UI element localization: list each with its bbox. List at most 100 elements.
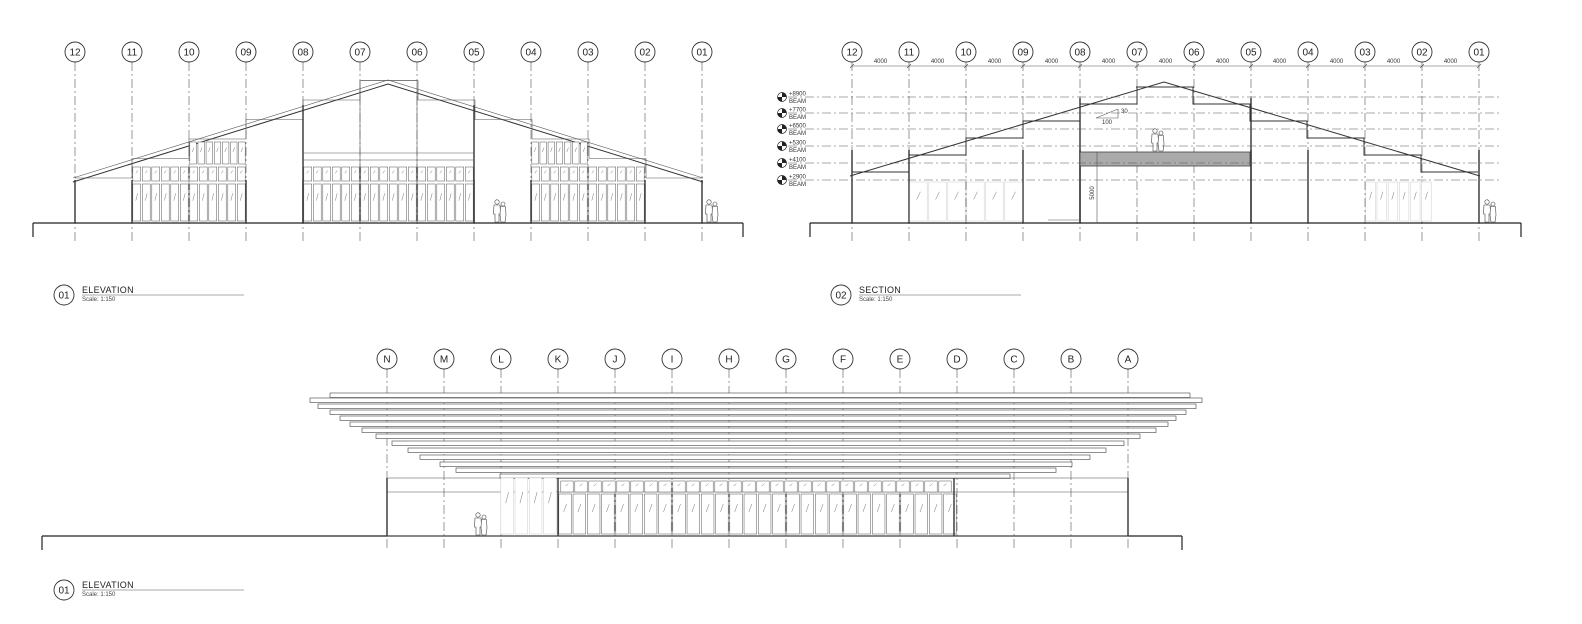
dimension-value: 4000 [1159,59,1173,65]
grid-bubble-label: 02 [1416,48,1428,59]
glazing-panel [914,493,928,535]
glass-reflection-mark [635,483,639,487]
glass-reflection-mark [316,170,319,174]
glass-reflection-mark [733,483,737,487]
glazing-panel [629,493,643,535]
glass-reflection-mark [164,170,167,174]
glazing-panel [560,183,569,222]
glass-reflection-mark [591,193,594,201]
glazing-panel [569,183,578,222]
glazing-panel [170,183,179,222]
dimension-tick [1476,63,1482,69]
glass-reflection-mark [572,170,575,174]
glazing-panel [1004,181,1023,222]
level-value: +5300 [789,141,807,147]
glazing-panel [636,183,645,222]
glass-reflection-mark [705,483,709,487]
glazing-panel [389,166,398,182]
glass-reflection-mark [805,503,810,513]
glazing-panel [360,183,369,222]
glass-reflection-mark [173,170,176,174]
grid-bubble-label: 09 [240,48,252,59]
roof-slat [317,403,1197,409]
glazing-panel [170,166,179,182]
glass-reflection-mark [468,170,471,174]
dimension-tick [906,63,912,69]
glass-reflection-mark [344,193,347,201]
glass-reflection-mark [382,193,385,201]
roof-slat [329,392,1191,398]
glazing-panel [436,183,445,222]
glazing-panel [555,141,564,165]
glass-reflection-mark [720,503,724,513]
glass-reflection-mark [817,483,821,487]
glazing-panel [151,183,160,222]
glazing-panel [389,183,398,222]
grid-bubble-circle [661,348,683,370]
glazing-panel [529,477,543,535]
roof-slat [309,397,1203,403]
grid-bubble-label: 05 [468,48,480,59]
glazing-panel [772,493,786,535]
glass-reflection-mark [534,193,537,201]
grid-bubble-circle [406,41,428,63]
grid-bubble-label: B [1068,355,1075,366]
glass-reflection-mark [629,170,632,174]
glass-reflection-mark [916,191,921,200]
glazing-panel [208,166,217,182]
figure-body [1157,135,1165,152]
glass-reflection-mark [344,170,347,174]
grid-bubble-label: 03 [582,48,594,59]
glass-reflection-mark [663,483,667,487]
grid-bubble-label: I [671,355,674,366]
glass-reflection-mark [335,193,338,201]
glass-reflection-mark [577,503,582,513]
glass-reflection-mark [719,483,723,487]
glazing-panel [142,183,151,222]
glazing-panel [579,183,588,222]
dimension-tick [1077,63,1083,69]
grid-bubble-circle [547,348,569,370]
glazing-panel [686,480,700,493]
human-figure [474,512,488,536]
glass-reflection-mark [992,191,997,200]
glass-reflection-mark [306,193,309,201]
glazing-panel [539,141,547,165]
glazing-panel [615,493,629,535]
level-symbol-fill [782,141,787,146]
dimension-tick [1248,63,1254,69]
grid-bubble-label: 08 [297,48,309,59]
grid-bubble-circle [520,41,542,63]
glass-reflection-mark [145,170,148,174]
grid-bubble-label: A [1125,355,1132,366]
grid-bubble-circle [577,41,599,63]
grid-bubble-circle [718,348,740,370]
grid-bubble-label: 06 [411,48,423,59]
grid-bubble-circle [235,41,257,63]
level-label: BEAM [789,131,806,137]
glass-reflection-mark [240,147,243,152]
glazing-panel [560,166,569,182]
roof-slat [455,467,1057,473]
glass-reflection-mark [734,503,738,513]
glazing-panel [929,493,943,535]
glass-reflection-mark [430,193,433,201]
figure-head [1484,199,1490,205]
dimension-value: 4000 [1273,59,1287,65]
glazing-panel [189,141,197,165]
figure-body [480,519,488,536]
glazing-panel [332,183,341,222]
drawing-title: SECTION [859,285,901,295]
glazing-panel [812,480,826,493]
figure-head [500,201,506,207]
slope-rise: 30 [1121,109,1128,115]
figure-body [711,206,719,223]
glazing-panel [588,166,597,182]
glass-reflection-mark [208,147,211,152]
glazing-panel [189,166,198,182]
glass-reflection-mark [691,483,695,487]
glass-reflection-mark [373,170,376,174]
glass-reflection-mark [973,191,978,200]
stepped-roof [1136,86,1478,173]
